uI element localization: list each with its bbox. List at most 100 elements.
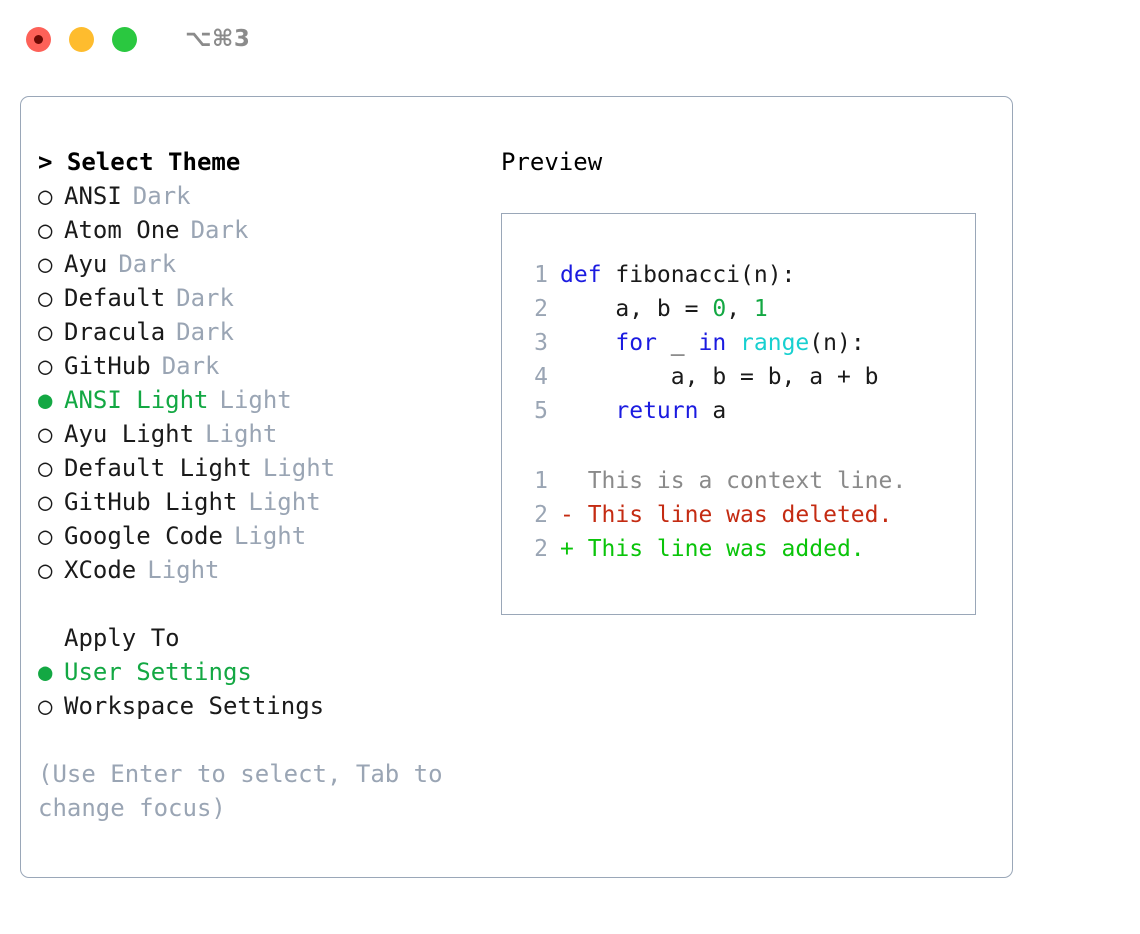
code-token: , [726, 296, 754, 322]
diff-line: 2 + This line was added. [518, 532, 975, 566]
apply-to-option-label: Workspace Settings [64, 692, 325, 720]
theme-option-label: ANSI Light [64, 386, 209, 414]
radio-selected-icon: ● [38, 658, 53, 686]
keyboard-hint-text: (Use Enter to select, Tab to change focu… [38, 760, 458, 822]
radio-unselected-icon: ○ [38, 182, 53, 210]
code-token [726, 326, 740, 360]
theme-option-label: GitHub Light [64, 488, 238, 516]
code-token: _ [656, 330, 699, 356]
radio-unselected-icon: ○ [38, 454, 53, 482]
apply-to-option-user-settings[interactable]: ●User Settings [38, 655, 488, 689]
theme-option-label: Default [64, 284, 166, 312]
theme-variant-badge: Light [262, 454, 336, 482]
theme-variant-badge: Dark [176, 318, 234, 346]
keyboard-shortcut-label: ⌥⌘3 [185, 26, 251, 52]
close-button[interactable] [26, 26, 51, 52]
code-token: for [615, 330, 657, 356]
radio-selected-icon: ● [38, 386, 53, 414]
preview-column: Preview 1 def fibonacci(n): 2 a, b = 0, 1 3… [501, 145, 991, 615]
theme-option-label: Atom One [64, 216, 180, 244]
theme-option-github-light[interactable]: ○ GitHub Light Light [38, 485, 488, 519]
code-token: fibonacci(n): [601, 262, 796, 288]
line-number: 1 [534, 468, 548, 494]
line-number: 4 [534, 364, 548, 390]
code-token: return [615, 398, 699, 424]
line-number: 1 [534, 262, 548, 288]
code-token: def [560, 262, 602, 288]
preview-header: Preview [501, 148, 603, 176]
radio-unselected-icon: ○ [38, 420, 53, 448]
radio-unselected-icon: ○ [38, 352, 53, 380]
theme-option-default-light[interactable]: ○ Default Light Light [38, 451, 488, 485]
diff-line: 1 This is a context line. [518, 464, 975, 498]
code-token: a, b = [560, 296, 713, 322]
line-number: 3 [534, 330, 548, 356]
theme-option-label: GitHub [64, 352, 151, 380]
theme-variant-badge: Light [248, 488, 321, 516]
theme-variant-badge: Dark [190, 216, 249, 244]
radio-unselected-icon: ○ [38, 488, 53, 516]
radio-unselected-icon: ○ [38, 692, 53, 720]
theme-variant-badge: Dark [118, 250, 177, 278]
code-line: 4 a, b = b, a + b [518, 360, 975, 394]
record-indicator-icon [34, 34, 43, 44]
code-sample: 1 def fibonacci(n): 2 a, b = 0, 1 3 for _ i… [518, 258, 975, 428]
theme-option-label: Default Light [64, 454, 252, 482]
code-token: - This line was deleted. [560, 502, 893, 528]
radio-unselected-icon: ○ [38, 522, 53, 550]
hint-spacer [38, 723, 488, 757]
theme-option-label: Google Code [64, 522, 223, 550]
line-number: 5 [534, 398, 548, 424]
title-bar: ⌥⌘3 [0, 0, 1140, 78]
code-token: 1 [753, 296, 768, 322]
radio-unselected-icon: ○ [38, 556, 53, 584]
theme-option-ayu-light[interactable]: ○ Ayu Light Light [38, 417, 488, 451]
apply-to-header: Apply To [64, 624, 180, 652]
code-line: 2 a, b = 0, 1 [518, 292, 975, 326]
select-theme-header: > Select Theme [38, 148, 241, 176]
minimize-button[interactable] [69, 26, 94, 52]
code-token [560, 394, 615, 428]
line-number: 2 [534, 502, 548, 528]
radio-unselected-icon: ○ [38, 250, 53, 278]
line-number: 2 [534, 536, 548, 562]
theme-variant-badge: Dark [132, 182, 191, 210]
diff-sample: 1 This is a context line. 2 - This line wa… [518, 464, 975, 566]
theme-option-label: Ayu Light [64, 420, 195, 448]
theme-variant-badge: Light [219, 386, 292, 414]
apply-to-list: ●User Settings ○ Workspace Settings [38, 655, 488, 723]
apply-to-option-workspace-settings[interactable]: ○ Workspace Settings [38, 689, 488, 723]
code-token: in [698, 330, 727, 356]
line-number: 2 [534, 296, 548, 322]
code-line: 5 return a [518, 394, 975, 428]
preview-box: 1 def fibonacci(n): 2 a, b = 0, 1 3 for _ i… [501, 213, 976, 615]
code-token: + This line was added. [560, 536, 865, 562]
theme-option-google-code[interactable]: ○ Google Code Light [38, 519, 488, 553]
code-token [560, 326, 615, 360]
maximize-button[interactable] [112, 26, 137, 52]
code-token: (n): [809, 330, 865, 356]
theme-variant-badge: Light [205, 420, 278, 448]
code-token: This is a context line. [560, 468, 907, 494]
traffic-lights [26, 26, 137, 52]
theme-option-ansi-light[interactable]: ● ANSI Light Light [38, 383, 488, 417]
code-token: a [698, 398, 727, 424]
list-spacer [38, 587, 488, 621]
diff-line: 2 - This line was deleted. [518, 498, 975, 532]
code-token: a, b = b, a + b [560, 364, 879, 390]
theme-variant-badge: Light [147, 556, 220, 584]
theme-variant-badge: Light [233, 522, 307, 550]
code-token: range [740, 330, 810, 356]
radio-unselected-icon: ○ [38, 284, 53, 312]
